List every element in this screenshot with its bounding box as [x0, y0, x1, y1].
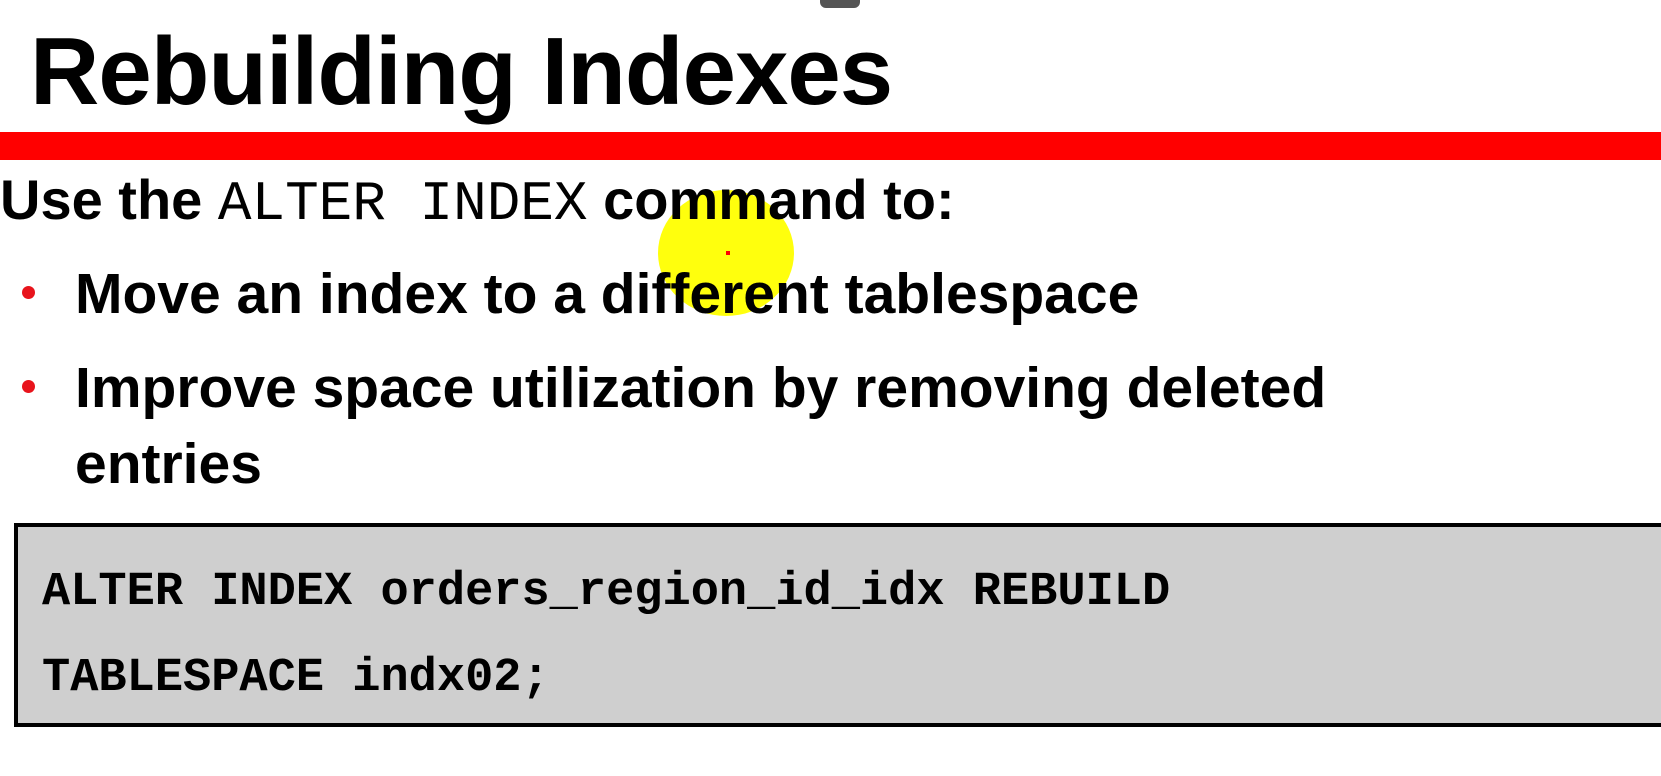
cursor-pointer-icon	[726, 251, 730, 255]
code-line: ALTER INDEX orders_region_id_idx REBUILD	[42, 566, 1171, 619]
bullet-text: Move an index to a different tablespace	[75, 262, 1140, 326]
slide-title: Rebuilding Indexes	[30, 18, 893, 125]
list-item: Move an index to a different tablespace	[0, 256, 1525, 332]
bullet-dot-icon	[22, 286, 35, 299]
bullet-text: Improve space utilization by removing de…	[75, 356, 1327, 496]
intro-command: ALTER INDEX	[217, 172, 588, 236]
window-handle[interactable]	[820, 0, 860, 8]
intro-text: Use the ALTER INDEX command to:	[0, 164, 955, 240]
intro-prefix: Use the	[0, 168, 218, 231]
list-item: Improve space utilization by removing de…	[0, 350, 1525, 502]
bullet-dot-icon	[22, 380, 35, 393]
title-divider	[0, 132, 1661, 160]
code-block: ALTER INDEX orders_region_id_idx REBUILD…	[14, 523, 1661, 727]
bullet-list: Move an index to a different tablespace …	[0, 256, 1525, 520]
code-line: TABLESPACE indx02;	[42, 652, 550, 705]
